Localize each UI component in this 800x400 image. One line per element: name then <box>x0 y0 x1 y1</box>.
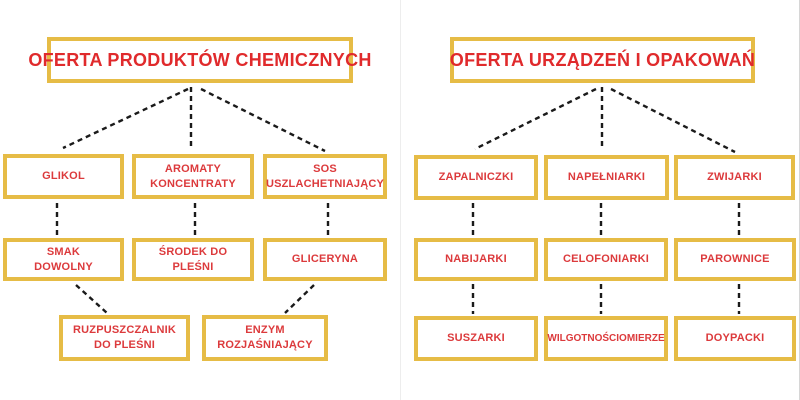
right-tree-title-box: OFERTA URZĄDZEŃ I OPAKOWAŃ <box>450 37 755 83</box>
node-label: ZAPALNICZKI <box>438 171 514 184</box>
node-label: RUZPUSZCZALNIK DO PLEŚNI <box>72 324 176 351</box>
node-label: ZWIJARKI <box>707 171 762 184</box>
node-napelniarki: NAPEŁNIARKI <box>544 155 669 200</box>
node-doypacki: DOYPACKI <box>674 316 796 361</box>
node-label: ENZYM ROZJAŚNIAJĄCY <box>217 324 313 351</box>
node-label: AROMATY KONCENTRATY <box>150 162 236 190</box>
node-wilgotnosciomierze: WILGOTNOŚCIOMIERZE <box>544 316 668 361</box>
connector <box>474 87 597 151</box>
node-label: CELOFONIARKI <box>562 253 650 266</box>
connector <box>610 87 736 154</box>
node-label: PAROWNICE <box>700 253 770 266</box>
node-ruzpuszczalnik-do-plesni: RUZPUSZCZALNIK DO PLEŚNI <box>59 315 190 361</box>
node-label: SUSZARKI <box>447 332 505 345</box>
connector <box>75 284 108 314</box>
connector <box>62 87 189 150</box>
node-aromaty-koncentraty: AROMATY KONCENTRATY <box>132 154 254 199</box>
node-zapalniczki: ZAPALNICZKI <box>414 155 538 200</box>
node-sos-uszlachetniajacy: SOS USZLACHETNIAJĄCY <box>263 154 387 199</box>
node-label: GLICERYNA <box>291 253 359 266</box>
node-enzym-rozjasniajacy: ENZYM ROZJAŚNIAJĄCY <box>202 315 328 361</box>
right-tree-title: OFERTA URZĄDZEŃ I OPAKOWAŃ <box>449 49 756 70</box>
connector <box>200 87 326 153</box>
node-label: NAPEŁNIARKI <box>567 171 646 184</box>
node-label: NABIJARKI <box>445 253 507 266</box>
node-label: ŚRODEK DO PLEŚNI <box>158 245 228 273</box>
left-tree-title-box: OFERTA PRODUKTÓW CHEMICZNYCH <box>28 37 371 83</box>
node-smak-dowolny: SMAK DOWOLNY <box>3 238 124 281</box>
node-srodek-do-plesni: ŚRODEK DO PLEŚNI <box>132 238 254 281</box>
node-label: SMAK DOWOLNY <box>34 245 93 273</box>
node-nabijarki: NABIJARKI <box>414 238 538 281</box>
node-celofoniarki: CELOFONIARKI <box>544 238 668 281</box>
node-zwijarki: ZWIJARKI <box>674 155 795 200</box>
node-gliceryna: GLICERYNA <box>263 238 387 281</box>
node-suszarki: SUSZARKI <box>414 316 538 361</box>
node-label: WILGOTNOŚCIOMIERZE <box>547 332 665 344</box>
left-tree-title: OFERTA PRODUKTÓW CHEMICZNYCH <box>28 49 372 70</box>
node-label: GLIKOL <box>42 170 85 183</box>
node-parownice: PAROWNICE <box>674 238 796 281</box>
image-seam-divider <box>400 0 401 400</box>
node-label: DOYPACKI <box>705 332 765 345</box>
connector <box>284 284 315 314</box>
node-glikol: GLIKOL <box>3 154 124 199</box>
node-label: SOS USZLACHETNIAJĄCY <box>265 162 385 190</box>
